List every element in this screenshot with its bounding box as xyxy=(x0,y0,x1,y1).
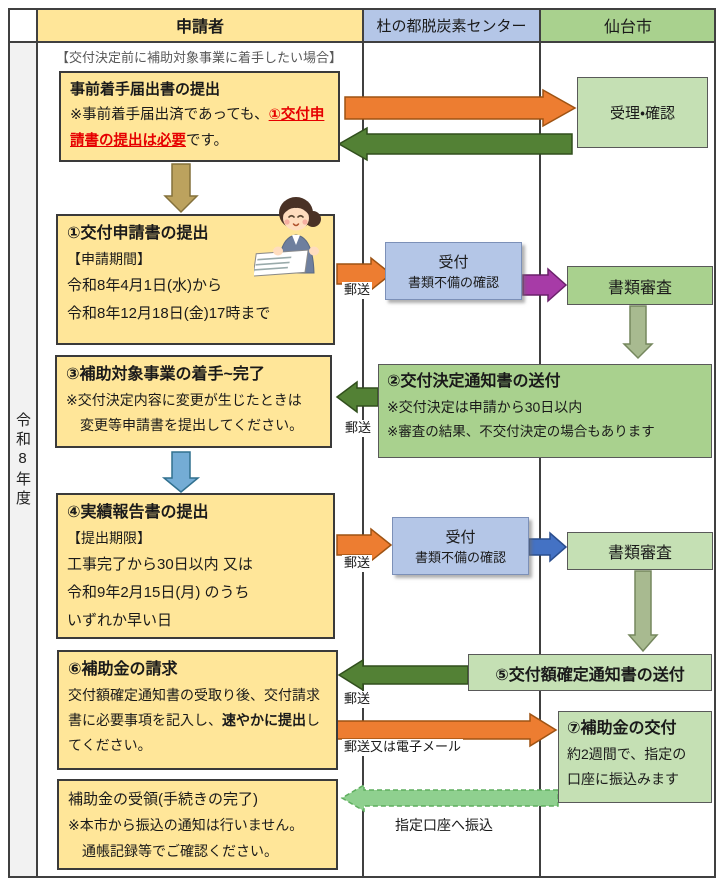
arrow-left-pre-confirm xyxy=(337,126,573,162)
step7-line2: 口座に振込みます xyxy=(567,771,679,788)
arrow-left-step2-step3 xyxy=(335,380,379,414)
header-cell-center: 杜の都脱炭素センター xyxy=(363,8,540,42)
box-step2-decision: ②交付決定通知書の送付 ※交付決定は申請から30日以内 ※審査の結果、不交付決定… xyxy=(378,364,712,458)
applicant-person-illustration xyxy=(254,197,321,277)
box-step6-claim: ⑥補助金の請求 交付額確定通知書の受取り後、交付請求書に必要事項を記入し、速やか… xyxy=(57,650,338,770)
header-center-label: 杜の都脱炭素センター xyxy=(376,17,527,35)
arrow-left-step7-final xyxy=(340,783,559,813)
step1-period-label: 【申請期間】 xyxy=(67,250,151,267)
arrow-left-step5-step6 xyxy=(337,658,469,692)
step2-line2: ※審査の結果、不交付決定の場合もあります xyxy=(387,424,655,440)
box-step5-amount-notice: ⑤交付額確定通知書の送付 xyxy=(468,654,712,691)
step4-line3: いずれか早い日 xyxy=(67,611,173,629)
header-cell-applicant: 申請者 xyxy=(37,8,363,42)
step1-period-to: 令和8年12月18日(金)17時まで xyxy=(67,305,271,323)
step6-body-bold: 速やかに提出 xyxy=(222,711,306,728)
box-review-1: 書類審査 xyxy=(567,266,713,305)
pre-condition-note: 【交付決定前に補助対象事業に着手したい場合】 xyxy=(56,50,343,65)
box-step3-project: ③補助対象事業の着手~完了 ※交付決定内容に変更が生じたときは 変更等申請書を提… xyxy=(55,355,332,448)
pre-submit-note-suffix: です。 xyxy=(186,133,229,150)
mail-or-email-label: 郵送又は電子メール xyxy=(342,739,464,756)
step4-line2: 令和9年2月15日(月) のうち xyxy=(67,584,250,602)
box-step4-report: ④実績報告書の提出 【提出期限】 工事完了から30日以内 又は 令和9年2月15… xyxy=(56,493,335,639)
step3-line2: 変更等申請書を提出してください。 xyxy=(80,417,304,434)
reception2-subtitle: 書類不備の確認 xyxy=(414,550,506,565)
box-reception-2: 受付 書類不備の確認 xyxy=(392,517,529,575)
box-review-2: 書類審査 xyxy=(567,532,713,570)
step4-title: ④実績報告書の提出 xyxy=(67,504,209,521)
grid-line-center-column xyxy=(362,8,364,878)
header-applicant-label: 申請者 xyxy=(175,19,224,36)
mail-label-4: 郵送 xyxy=(342,691,373,708)
step7-line1: 約2週間で、指定の xyxy=(567,745,687,762)
mail-label-1: 郵送 xyxy=(342,282,373,299)
header-cell-city: 仙台市 xyxy=(540,8,716,42)
mail-label-2: 郵送 xyxy=(343,420,374,437)
step7-title: ⑦補助金の交付 xyxy=(567,720,677,737)
step6-title: ⑥補助金の請求 xyxy=(68,661,178,678)
step2-title: ②交付決定通知書の送付 xyxy=(387,373,561,390)
review2-label: 書類審査 xyxy=(607,545,672,562)
reception2-title: 受付 xyxy=(445,529,476,546)
reception1-subtitle: 書類不備の確認 xyxy=(407,275,499,290)
pre-submit-note-prefix: ※事前着手届出済であっても、 xyxy=(70,107,269,123)
header-city-label: 仙台市 xyxy=(603,19,652,36)
sidebar-fiscal-year: 令和8年度 xyxy=(8,42,37,878)
arrow-down-step3-step4 xyxy=(161,451,201,493)
reception1-title: 受付 xyxy=(438,254,469,271)
step6-body: 交付額確定通知書の受取り後、交付請求書に必要事項を記入し、 xyxy=(68,686,320,728)
fiscal-year-label: 令和8年度 xyxy=(14,411,31,509)
grid-line-header xyxy=(8,41,716,43)
box-pre-submit: 事前着手届出書の提出 ※事前着手届出済であっても、①交付申請書の提出は必要です。 xyxy=(59,71,340,162)
step6-body-post: してください。 xyxy=(68,711,320,753)
step4-line1: 工事完了から30日以内 又は xyxy=(67,556,253,574)
review1-label: 書類審査 xyxy=(607,279,672,297)
arrow-right-pre-submit xyxy=(344,88,577,128)
step1-period-from: 令和8年4月1日(水)から xyxy=(67,277,223,295)
transfer-label: 指定口座へ振込 xyxy=(393,816,495,835)
pre-submit-title: 事前着手届出書の提出 xyxy=(70,81,221,98)
box-step7-payment: ⑦補助金の交付 約2週間で、指定の 口座に振込みます xyxy=(558,711,712,803)
arrow-right-reception1-review xyxy=(522,267,568,303)
final-line2: 通帳記録等でご確認ください。 xyxy=(82,842,278,859)
receive-confirm-label: 受理・確認 xyxy=(609,105,676,122)
arrow-down-review1-step2 xyxy=(622,305,654,360)
final-line1: ※本市から振込の通知は行いません。 xyxy=(68,817,304,833)
step5-label: ⑤交付額確定通知書の送付 xyxy=(495,666,685,684)
arrow-down-to-step1 xyxy=(163,163,199,214)
mail-label-3: 郵送 xyxy=(342,555,373,572)
box-final-receipt: 補助金の受領(手続きの完了) ※本市から振込の通知は行いません。 通帳記録等でご… xyxy=(57,779,338,870)
step1-title: ①交付申請書の提出 xyxy=(67,225,209,242)
arrow-right-reception2-review xyxy=(528,531,568,563)
box-step1-application: ①交付申請書の提出 【申請期間】 令和8年4月1日(水)から 令和8年12月18… xyxy=(56,214,335,345)
pre-submit-note-red: ①交付申請書の提出は必要 xyxy=(70,107,325,150)
box-reception-1: 受付 書類不備の確認 xyxy=(385,242,522,300)
final-title: 補助金の受領(手続きの完了) xyxy=(68,791,258,808)
step3-title: ③補助対象事業の着手~完了 xyxy=(66,366,265,383)
grid-line-sidebar xyxy=(36,8,38,878)
step2-line1: ※交付決定は申請から30日以内 xyxy=(387,398,583,415)
step4-deadline-label: 【提出期限】 xyxy=(67,529,151,546)
box-receive-confirm: 受理・確認 xyxy=(577,77,708,148)
step3-line1: ※交付決定内容に変更が生じたときは xyxy=(66,391,302,408)
arrow-down-review2-step5 xyxy=(627,570,659,653)
